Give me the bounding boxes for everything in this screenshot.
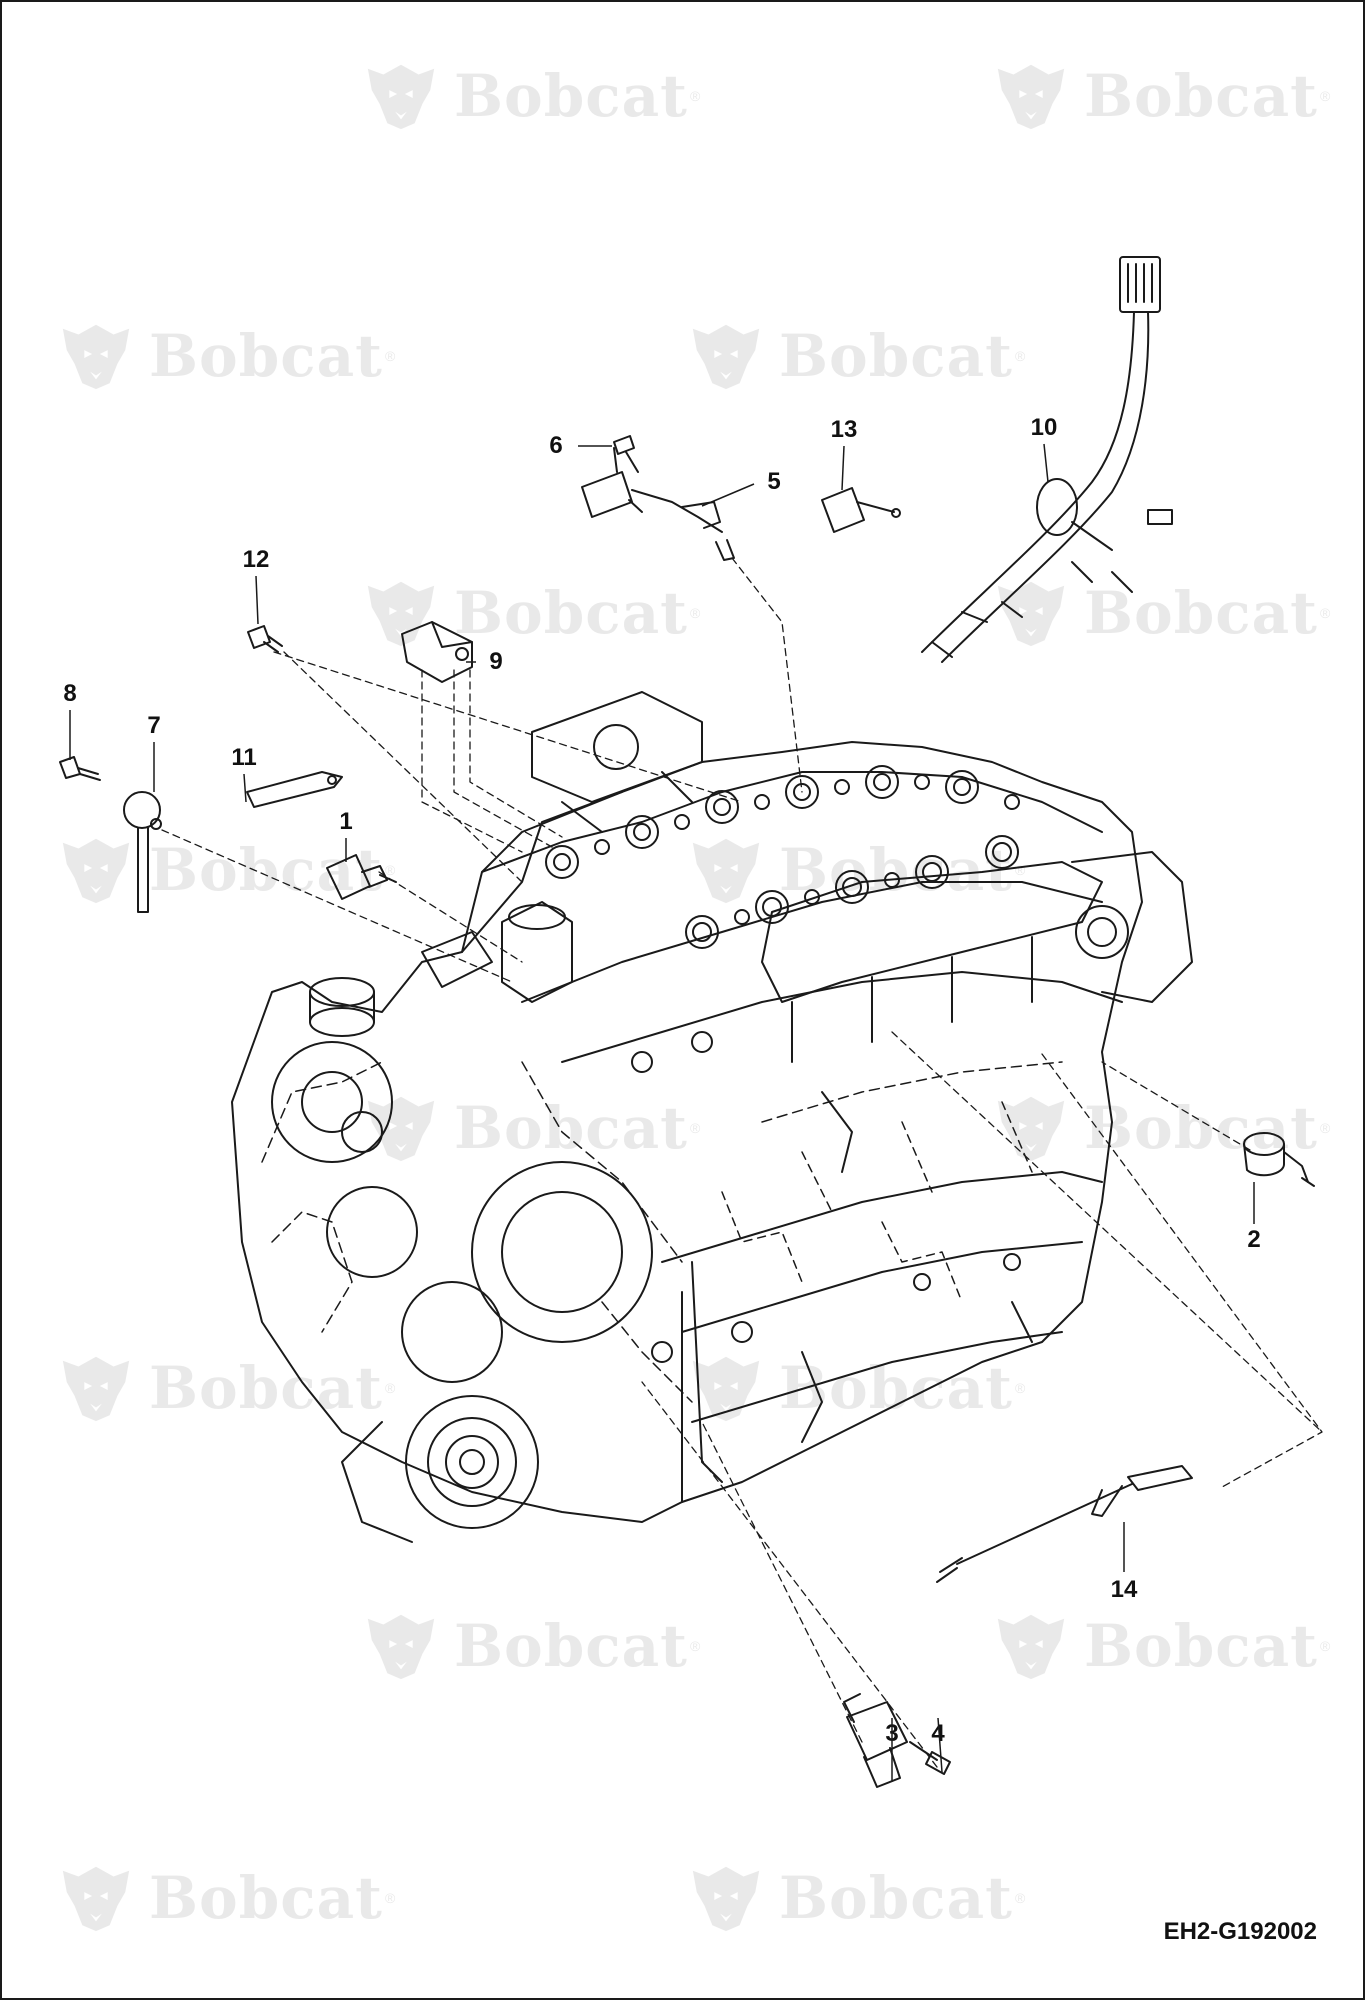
callout-7: 7 <box>147 712 161 739</box>
part-4-bolt <box>909 1741 951 1775</box>
part-6-bolt <box>613 435 639 473</box>
part-5-sensor <box>581 447 735 561</box>
engine-block <box>231 691 1193 1543</box>
document-code: EH2-G192002 <box>1163 1918 1317 1945</box>
callout-2: 2 <box>1247 1226 1261 1253</box>
part-13-sensor <box>821 487 901 533</box>
callout-9: 9 <box>489 648 503 675</box>
part-14-temperature-probe <box>936 1465 1193 1583</box>
callout-10: 10 <box>1030 414 1058 441</box>
part-12-bolt <box>247 625 283 653</box>
callout-8: 8 <box>63 680 77 707</box>
part-3-speed-sensor <box>843 1693 908 1788</box>
callout-12: 12 <box>242 546 270 573</box>
callout-13: 13 <box>830 416 858 443</box>
callout-1: 1 <box>339 808 353 835</box>
part-7-knock-sensor <box>123 791 162 913</box>
part-10-wiring-harness <box>921 256 1173 663</box>
callout-14: 14 <box>1110 1576 1138 1603</box>
part-9-map-sensor <box>401 621 473 683</box>
callout-6: 6 <box>549 432 563 459</box>
callout-5: 5 <box>767 468 781 495</box>
leader-lines <box>161 557 1323 1768</box>
callout-11: 11 <box>231 744 257 771</box>
part-11-bracket <box>246 771 343 808</box>
part-2-pressure-switch <box>1243 1132 1315 1187</box>
callout-4: 4 <box>931 1720 945 1747</box>
